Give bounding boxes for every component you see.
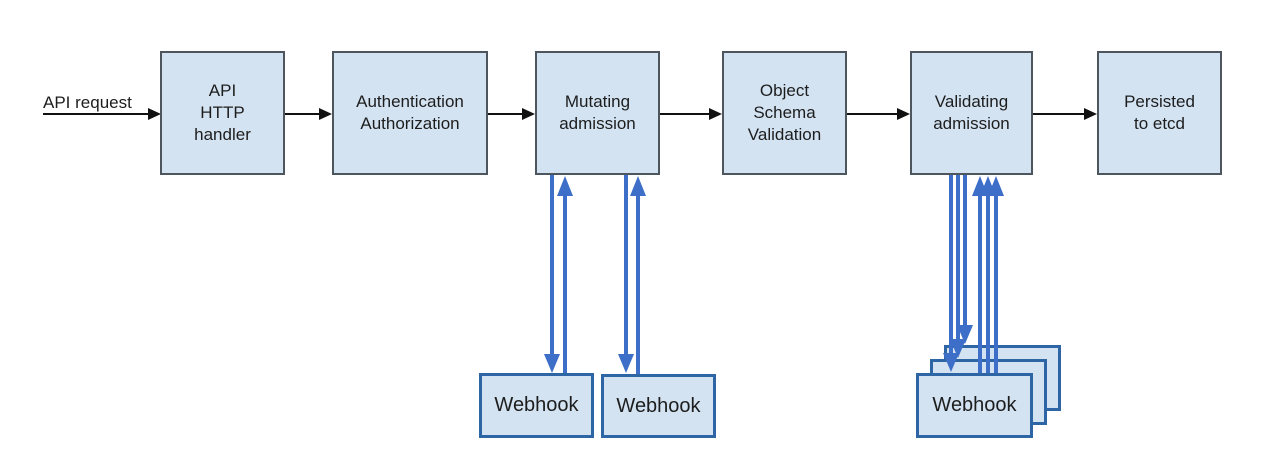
node-label: API HTTP handler	[194, 80, 251, 145]
node-label: Mutating admission	[559, 91, 636, 133]
call-arrow-down	[950, 175, 966, 358]
arrow-handler-to-auth	[285, 108, 332, 120]
black-flow-arrows	[43, 108, 1097, 120]
return-arrow-up	[630, 176, 646, 374]
webhook-label: Webhook	[616, 394, 701, 417]
arrow-schema-to-validating	[847, 108, 910, 120]
webhook-label: Webhook	[494, 394, 579, 416]
mutating-webhook-box-2: Webhook	[601, 374, 716, 438]
webhook-label: Webhook	[932, 394, 1017, 416]
node-label: Persisted to etcd	[1124, 91, 1195, 133]
node-api-http-handler: API HTTP handler	[160, 51, 285, 175]
return-arrow-up	[980, 176, 996, 400]
node-label: Validating admission	[933, 91, 1010, 133]
call-arrow-down	[544, 175, 560, 373]
node-authentication-authorization: Authentication Authorization	[332, 51, 488, 175]
api-request-label: API request	[43, 93, 132, 112]
arrow-auth-to-mutating	[488, 108, 535, 120]
arrow-mutating-to-schema	[660, 108, 722, 120]
node-persisted-to-etcd: Persisted to etcd	[1097, 51, 1222, 175]
mutating-webhook-arrows	[544, 175, 646, 374]
call-arrow-down	[957, 175, 973, 344]
mutating-webhook-box-1: Webhook	[479, 373, 594, 438]
validating-webhook-box-front: Webhook	[916, 373, 1033, 438]
call-arrow-down	[618, 175, 634, 373]
node-object-schema-validation: Object Schema Validation	[722, 51, 847, 175]
arrow-validating-to-etcd	[1033, 108, 1097, 120]
return-arrow-up	[988, 176, 1004, 390]
return-arrow-up	[557, 176, 573, 374]
node-label: Authentication Authorization	[356, 91, 464, 133]
node-label: Object Schema Validation	[747, 80, 822, 145]
api-request-arrow	[43, 108, 161, 120]
node-mutating-admission: Mutating admission	[535, 51, 660, 175]
node-validating-admission: Validating admission	[910, 51, 1033, 175]
call-arrow-down	[943, 175, 959, 372]
